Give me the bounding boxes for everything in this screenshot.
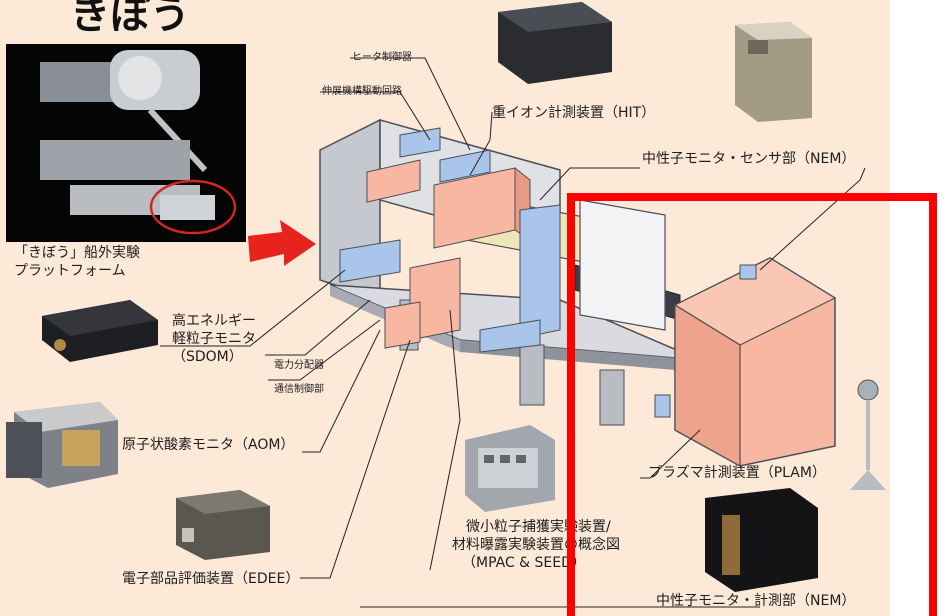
sdom-photo	[42, 300, 158, 362]
sdom-label-line1: 高エネルギー	[172, 313, 256, 329]
iss-photo	[6, 44, 246, 242]
nem-sensor-photo	[735, 22, 812, 122]
plam-probe-photo	[850, 379, 886, 490]
mpac-photo	[465, 425, 555, 512]
red-arrow-icon	[248, 220, 316, 266]
main-structure	[319, 118, 837, 468]
sdom-label-line2: 軽粒子モニタ	[172, 331, 256, 347]
comm-label: 通信制御部	[274, 384, 324, 395]
aom-photo	[6, 402, 118, 488]
hit-photo	[498, 2, 612, 84]
headline: きぼう	[70, 0, 190, 38]
sdom-label-line3: （SDOM）	[172, 349, 243, 365]
edee-photo	[176, 490, 270, 560]
nem-sensor-label: 中性子モニタ・センサ部（NEM）	[642, 151, 856, 167]
deploy-label: 伸展機構駆動回路	[322, 86, 402, 97]
edee-label: 電子部品評価装置（EDEE）	[122, 571, 300, 587]
aom-label: 原子状酸素モニタ（AOM）	[122, 437, 295, 453]
power-label: 電力分配器	[274, 360, 324, 371]
highlight-frame	[567, 193, 937, 616]
platform-label-line2: プラットフォーム	[14, 263, 126, 279]
platform-label-line1: 「きぼう」船外実験	[14, 245, 140, 261]
leader-lines	[160, 57, 866, 608]
nem-measure-label: 中性子モニタ・計測部（NEM）	[656, 593, 856, 609]
heater-label: ヒータ制御器	[352, 52, 412, 63]
plam-label: プラズマ計測装置（PLAM）	[648, 465, 826, 481]
mpac-label-line3: （MPAC & SEED）	[462, 555, 586, 571]
mpac-label-line2: 材料曝露実験装置の概念図	[452, 537, 620, 553]
nem-measure-photo	[705, 488, 818, 592]
hit-label: 重イオン計測装置（HIT）	[492, 105, 656, 121]
